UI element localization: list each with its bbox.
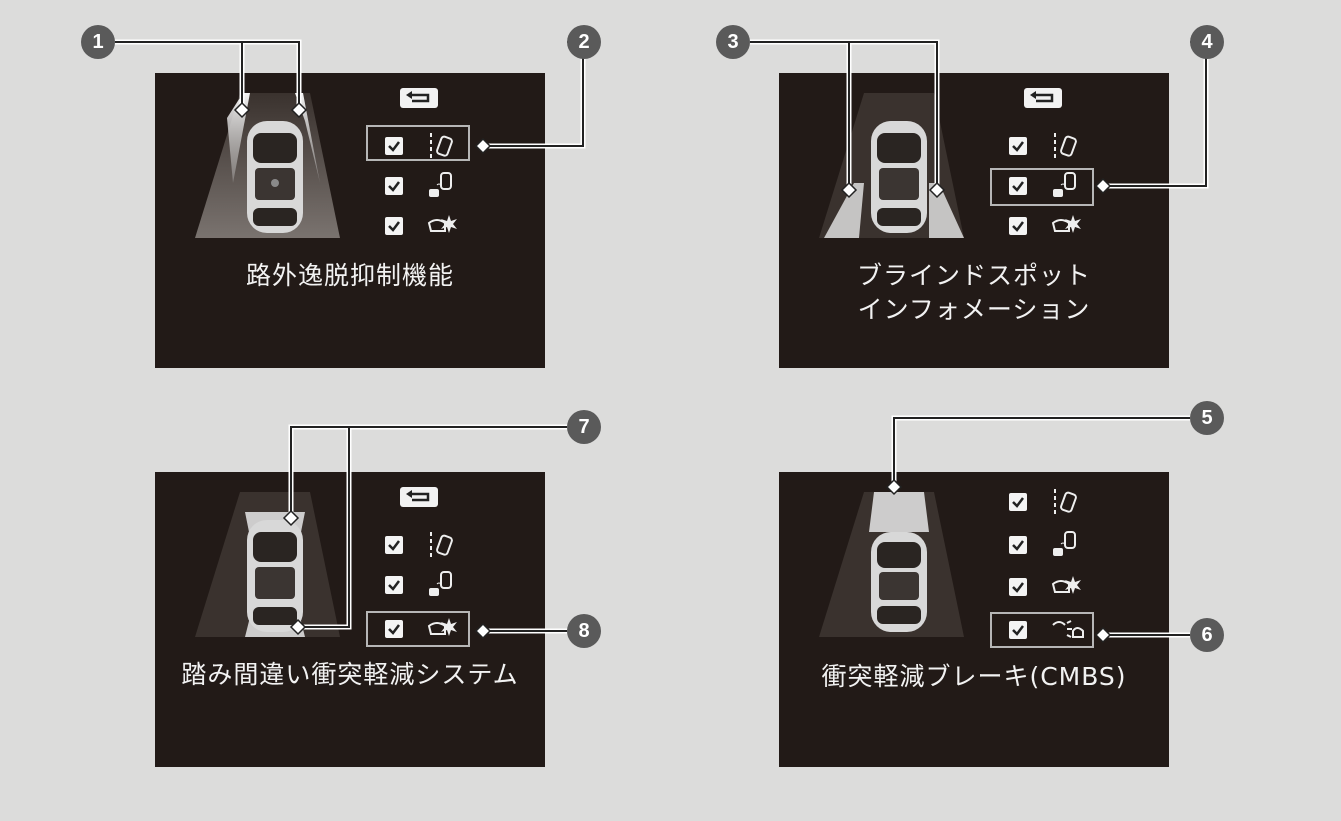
road-departure-icon [1054, 489, 1077, 515]
road-departure-icon [430, 532, 453, 558]
road-departure-icon [1054, 133, 1077, 159]
blind-spot-icon [429, 172, 452, 197]
checkmark-icon [1012, 497, 1024, 508]
callout-5: 5 [1190, 401, 1224, 435]
panel-cmbs: 衝突軽減ブレーキ(CMBS) [779, 472, 1169, 767]
callout-7: 7 [567, 410, 601, 444]
checkbox-road-departure[interactable] [1009, 137, 1027, 155]
car-overhead-graphic [195, 492, 340, 637]
checkbox-pedal[interactable] [1009, 578, 1027, 596]
collision-brake-icon [1052, 620, 1084, 638]
road-departure-icon [430, 133, 453, 159]
row-road-departure[interactable] [1009, 487, 1099, 517]
back-button[interactable] [400, 487, 438, 507]
back-arrow-icon [1030, 91, 1054, 103]
car-overhead-graphic [819, 492, 964, 637]
row-road-departure[interactable] [385, 530, 475, 560]
row-cmbs[interactable] [1009, 615, 1099, 645]
blind-spot-icon [1053, 531, 1076, 556]
caption-line: インフォメーション [857, 295, 1091, 324]
panel-blind-spot: ブラインドスポット インフォメーション [779, 73, 1169, 368]
row-blind-spot[interactable] [385, 171, 475, 201]
checkmark-icon [388, 580, 400, 591]
callout-3: 3 [716, 25, 750, 59]
checkbox-pedal[interactable] [1009, 217, 1027, 235]
callout-4: 4 [1190, 25, 1224, 59]
row-pedal[interactable] [1009, 572, 1099, 602]
highlight-pedal [366, 611, 470, 647]
caption-line: 衝突軽減ブレーキ(CMBS) [821, 662, 1127, 691]
checkmark-icon [1012, 625, 1024, 636]
pedal-misapplication-icon [1051, 576, 1081, 594]
car-overhead-graphic [195, 93, 340, 238]
checkbox-road-departure[interactable] [385, 536, 403, 554]
caption-blind-spot: ブラインドスポット インフォメーション [779, 259, 1169, 327]
back-arrow-icon [406, 91, 430, 103]
caption-line: 踏み間違い衝突軽減システム [181, 660, 519, 689]
blind-spot-icon [1053, 172, 1076, 197]
checkmark-icon [1012, 540, 1024, 551]
caption-line: ブラインドスポット [856, 261, 1091, 290]
checkbox-road-departure[interactable] [385, 137, 403, 155]
row-blind-spot[interactable] [1009, 530, 1099, 560]
highlight-road-departure [366, 125, 470, 161]
callout-6: 6 [1190, 618, 1224, 652]
row-road-departure[interactable] [1009, 131, 1099, 161]
caption-line: 路外逸脱抑制機能 [245, 261, 454, 290]
row-blind-spot[interactable] [385, 570, 475, 600]
row-pedal[interactable] [385, 211, 475, 241]
pedal-misapplication-icon [1051, 215, 1081, 233]
back-button[interactable] [400, 88, 438, 108]
callout-1: 1 [81, 25, 115, 59]
checkmark-icon [388, 141, 400, 152]
checkbox-blind-spot[interactable] [1009, 177, 1027, 195]
callout-2: 2 [567, 25, 601, 59]
checkmark-icon [1012, 141, 1024, 152]
caption-pedal-misapplication: 踏み間違い衝突軽減システム [155, 658, 545, 692]
pedal-misapplication-icon [427, 215, 457, 233]
row-pedal[interactable] [1009, 211, 1099, 241]
panel-road-departure: 路外逸脱抑制機能 [155, 73, 545, 368]
checkmark-icon [388, 540, 400, 551]
checkbox-blind-spot[interactable] [1009, 536, 1027, 554]
highlight-blind-spot [990, 168, 1094, 206]
caption-road-departure: 路外逸脱抑制機能 [155, 259, 545, 293]
checkmark-icon [1012, 221, 1024, 232]
back-button[interactable] [1024, 88, 1062, 108]
checkbox-blind-spot[interactable] [385, 177, 403, 195]
checkmark-icon [1012, 181, 1024, 192]
caption-cmbs: 衝突軽減ブレーキ(CMBS) [779, 660, 1169, 694]
row-road-departure[interactable] [385, 131, 475, 161]
checkbox-cmbs[interactable] [1009, 621, 1027, 639]
highlight-cmbs [990, 612, 1094, 648]
checkbox-road-departure[interactable] [1009, 493, 1027, 511]
callout-8: 8 [567, 614, 601, 648]
checkmark-icon [1012, 582, 1024, 593]
row-blind-spot[interactable] [1009, 171, 1099, 201]
checkmark-icon [388, 221, 400, 232]
back-arrow-icon [406, 490, 430, 502]
checkbox-blind-spot[interactable] [385, 576, 403, 594]
panel-pedal-misapplication: 踏み間違い衝突軽減システム [155, 472, 545, 767]
checkmark-icon [388, 181, 400, 192]
blind-spot-icon [429, 571, 452, 596]
checkbox-pedal[interactable] [385, 217, 403, 235]
